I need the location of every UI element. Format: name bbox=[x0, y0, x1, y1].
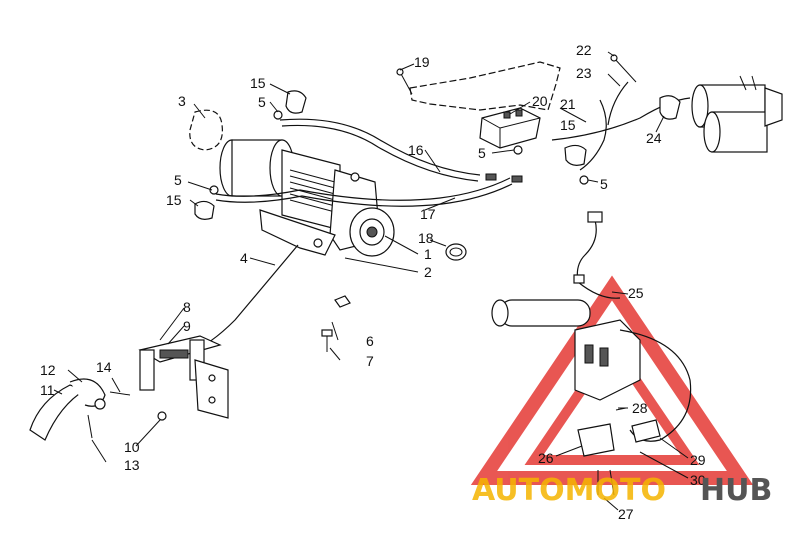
callout-20: 20 bbox=[532, 93, 548, 109]
handlebar-switch bbox=[491, 211, 692, 496]
callout-5-mid: 5 bbox=[478, 145, 486, 161]
callout-22: 22 bbox=[576, 42, 592, 58]
washer-10 bbox=[157, 411, 167, 421]
callout-24: 24 bbox=[646, 130, 662, 146]
roller-fairlead bbox=[138, 335, 229, 419]
callout-15-right: 15 bbox=[560, 117, 576, 133]
callout-5-right: 5 bbox=[600, 176, 608, 192]
callout-15-upper: 15 bbox=[250, 75, 266, 91]
callout-9: 9 bbox=[183, 318, 191, 334]
callout-27: 27 bbox=[618, 506, 634, 522]
callout-7: 7 bbox=[366, 353, 374, 369]
callout-23: 23 bbox=[576, 65, 592, 81]
callout-4: 4 bbox=[240, 250, 248, 266]
nut-5-left bbox=[209, 185, 219, 195]
nut-5-right bbox=[579, 175, 589, 185]
callout-18: 18 bbox=[418, 230, 434, 246]
winch-contactor bbox=[479, 107, 541, 149]
clevis-pin-14 bbox=[109, 391, 131, 396]
callout-19: 19 bbox=[414, 54, 430, 70]
callout-1: 1 bbox=[424, 246, 432, 262]
callout-6: 6 bbox=[366, 333, 374, 349]
callout-21: 21 bbox=[560, 96, 576, 112]
starter-motor bbox=[691, 75, 783, 153]
callout-15-left: 15 bbox=[166, 192, 182, 208]
nut-5-upper bbox=[273, 110, 283, 120]
power-cables bbox=[215, 118, 523, 207]
callout-10: 10 bbox=[124, 439, 140, 455]
starter-boot bbox=[659, 95, 681, 120]
callout-8: 8 bbox=[183, 299, 191, 315]
terminal-boot-upper bbox=[285, 90, 307, 114]
terminal-boot-lower bbox=[194, 200, 215, 220]
winch-assembly bbox=[219, 139, 395, 257]
callout-5-upper: 5 bbox=[258, 94, 266, 110]
winch-drum-cable bbox=[289, 169, 336, 213]
terminal-boot-right bbox=[564, 144, 587, 166]
watermark-logo: AUTOMOTO HUB bbox=[472, 473, 772, 508]
callout-28: 28 bbox=[632, 400, 648, 416]
contactor-bracket bbox=[396, 61, 561, 111]
bolt-6 bbox=[334, 295, 351, 308]
callout-16: 16 bbox=[408, 142, 424, 158]
cable-clamp bbox=[445, 243, 467, 261]
bolt-7 bbox=[321, 329, 333, 352]
callout-5-left: 5 bbox=[174, 172, 182, 188]
callout-14: 14 bbox=[96, 359, 112, 375]
winch-cover bbox=[189, 109, 223, 151]
callout-25: 25 bbox=[628, 285, 644, 301]
callout-17: 17 bbox=[420, 206, 436, 222]
callout-29: 29 bbox=[690, 452, 706, 468]
leader-lines bbox=[53, 51, 689, 511]
callout-13: 13 bbox=[124, 457, 140, 473]
callout-3: 3 bbox=[178, 93, 186, 109]
callout-30: 30 bbox=[690, 472, 706, 488]
winch-hook bbox=[29, 378, 106, 441]
clevis-pin-13 bbox=[87, 414, 93, 439]
nut-5-mid bbox=[513, 145, 523, 155]
watermark-text-primary: AUTOMOTO bbox=[472, 473, 666, 508]
watermark-text-secondary: HUB bbox=[700, 473, 772, 508]
callout-12: 12 bbox=[40, 362, 56, 378]
callout-labels: 1 2 3 4 5 5 5 5 6 7 8 9 10 11 12 13 14 1… bbox=[40, 42, 706, 522]
callout-2: 2 bbox=[424, 264, 432, 280]
callout-26: 26 bbox=[538, 450, 554, 466]
callout-11: 11 bbox=[40, 382, 55, 398]
watermark-triangle bbox=[470, 275, 754, 485]
